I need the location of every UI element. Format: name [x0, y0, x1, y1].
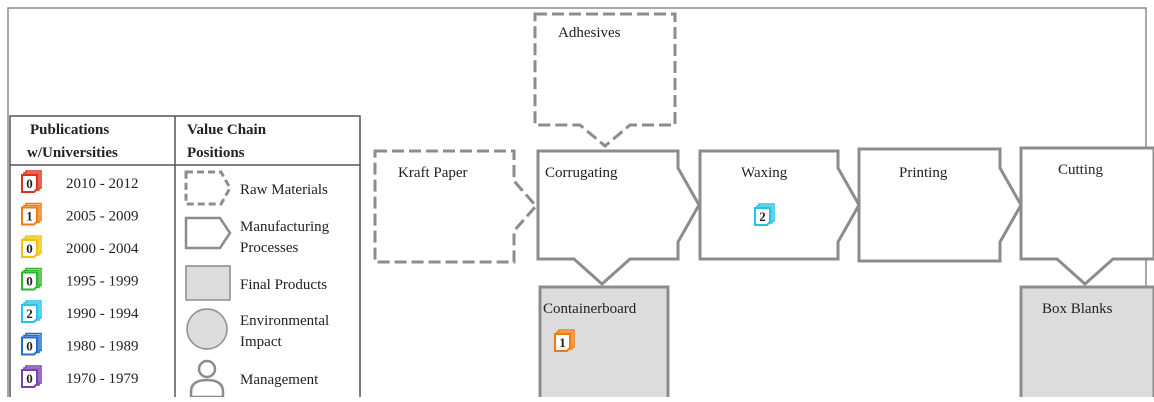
- manufacturing-icon: [184, 216, 232, 250]
- period-badge-2: 0: [21, 235, 42, 258]
- printing-node: [857, 147, 1023, 263]
- environmental-label-line2: Impact: [240, 334, 282, 350]
- environmental-impact-icon: [186, 308, 228, 350]
- period-badge-6: 0: [21, 365, 42, 388]
- management-icon: [189, 359, 225, 399]
- manufacturing-label-line1: Manufacturing: [240, 219, 330, 235]
- period-range-1: 2005 - 2009: [66, 209, 139, 225]
- containerboard-publication-badge: 1: [554, 329, 575, 352]
- waxing-publication-badge-count: 2: [759, 209, 766, 224]
- raw-materials-icon: [184, 170, 232, 206]
- adhesives-label: Adhesives: [558, 25, 621, 41]
- period-badge-0: 0: [21, 170, 42, 193]
- final-products-label: Final Products: [240, 277, 327, 293]
- environmental-label-line1: Environmental: [240, 313, 329, 329]
- printing-label: Printing: [899, 165, 948, 181]
- management-label: Management: [240, 372, 319, 388]
- period-rows: 0 2010 - 2012 1 2005 - 2009 0 2000 - 2004 0 199…: [21, 170, 139, 388]
- period-range-0: 2010 - 2012: [66, 176, 139, 192]
- period-badge-5-count: 0: [26, 339, 33, 354]
- legend: Publications w/Universities Value Chain …: [9, 115, 361, 402]
- positions-header-line1: Value Chain: [187, 122, 267, 138]
- period-badge-1: 1: [21, 202, 42, 226]
- containerboard-publication-badge-count: 1: [559, 335, 566, 350]
- period-badge-4: 2: [21, 300, 42, 323]
- containerboard-label: Containerboard: [543, 301, 637, 317]
- waxing-node: [698, 149, 861, 261]
- period-badge-4-count: 2: [26, 306, 33, 321]
- period-badge-6-count: 0: [26, 371, 33, 386]
- waxing-publication-badge: 2: [754, 203, 775, 226]
- kraft-paper-label: Kraft Paper: [398, 165, 468, 181]
- period-badge-1-count: 1: [26, 209, 33, 224]
- manufacturing-label-line2: Processes: [240, 240, 298, 256]
- positions-header-line2: Positions: [187, 145, 245, 161]
- period-range-4: 1990 - 1994: [66, 306, 139, 322]
- period-badge-3: 0: [21, 267, 42, 291]
- publications-header-line2: w/Universities: [27, 145, 118, 161]
- raw-materials-label: Raw Materials: [240, 182, 328, 198]
- period-badge-2-count: 0: [26, 241, 33, 256]
- corrugating-node: [536, 149, 701, 287]
- period-badge-3-count: 0: [26, 274, 33, 289]
- kraft-paper-node: [373, 149, 538, 264]
- period-badge-0-count: 0: [26, 176, 33, 191]
- cutting-label: Cutting: [1058, 162, 1104, 178]
- corrugating-label: Corrugating: [545, 165, 618, 181]
- adhesives-node: [533, 12, 677, 148]
- period-range-3: 1995 - 1999: [66, 274, 139, 290]
- node-badges: 21: [554, 203, 775, 352]
- box-blanks-label: Box Blanks: [1042, 301, 1113, 317]
- period-badge-5: 0: [21, 332, 42, 356]
- publications-header-line1: Publications: [30, 122, 109, 138]
- box-blanks-node: [1019, 285, 1154, 401]
- period-range-5: 1980 - 1989: [66, 339, 139, 355]
- period-range-2: 2000 - 2004: [66, 241, 139, 257]
- cutting-node: [1019, 146, 1154, 287]
- legend-frame: [9, 115, 361, 402]
- period-range-6: 1970 - 1979: [66, 371, 139, 387]
- waxing-label: Waxing: [741, 165, 788, 181]
- final-products-icon: [185, 265, 231, 301]
